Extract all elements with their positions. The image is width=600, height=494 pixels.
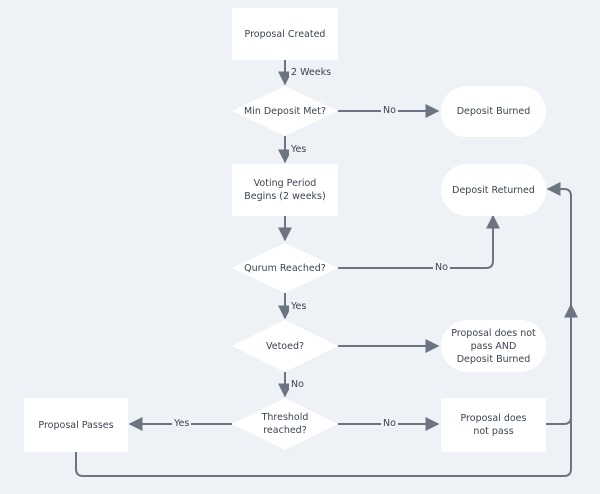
deposit-burned-node: Deposit Burned xyxy=(441,86,546,137)
deposit-burned-label: Deposit Burned xyxy=(456,106,531,117)
edge-label-2-weeks: 2 Weeks xyxy=(289,67,334,79)
proposal-passes-label: Proposal Passes xyxy=(38,419,114,431)
edge-label-threshold-no: No xyxy=(381,418,398,430)
vetoed-node: Vetoed? xyxy=(232,320,338,372)
not-pass-burned-node: Proposal does not pass AND Deposit Burne… xyxy=(441,320,546,372)
min-deposit-node: Min Deposit Met? xyxy=(232,86,338,136)
edge-passes-loop xyxy=(75,303,578,477)
min-deposit-diamond xyxy=(232,86,338,136)
min-deposit-label: Min Deposit Met? xyxy=(243,105,327,117)
proposal-passes-node: Proposal Passes xyxy=(24,398,128,452)
proposal-not-pass-label: Proposal does not pass xyxy=(460,413,527,437)
quorum-diamond xyxy=(232,243,338,293)
vetoed-diamond xyxy=(232,320,338,372)
threshold-label: Threshold reached? xyxy=(261,412,309,436)
edge-label-quorum-no: No xyxy=(433,262,450,274)
edge-label-min-no: No xyxy=(381,105,398,117)
not-pass-burned-label: Proposal does not pass AND Deposit Burne… xyxy=(451,327,536,365)
vetoed-label: Vetoed? xyxy=(265,340,305,352)
edge-quorum-no xyxy=(338,214,500,269)
deposit-returned-label: Deposit Returned xyxy=(452,184,535,196)
voting-period-node: Voting Period Begins (2 weeks) xyxy=(232,164,338,216)
edge-label-quorum-yes: Yes xyxy=(289,301,309,313)
proposal-not-pass-node: Proposal does not pass xyxy=(441,398,546,452)
voting-period-label: Voting Period Begins (2 weeks) xyxy=(244,178,326,202)
proposal-created-node: Proposal Created xyxy=(232,8,338,60)
edge-notpass-to-returned xyxy=(546,182,572,425)
edge-label-min-yes: Yes xyxy=(289,144,309,156)
edge-label-veto-no: No xyxy=(289,379,306,391)
edge-label-threshold-yes: Yes xyxy=(172,418,192,430)
deposit-returned-node: Deposit Returned xyxy=(441,164,546,216)
threshold-diamond xyxy=(232,398,338,450)
quorum-label: Qurum Reached? xyxy=(244,262,326,274)
proposal-created-label: Proposal Created xyxy=(244,28,326,40)
quorum-node: Qurum Reached? xyxy=(232,243,338,293)
threshold-node: Threshold reached? xyxy=(250,398,320,450)
